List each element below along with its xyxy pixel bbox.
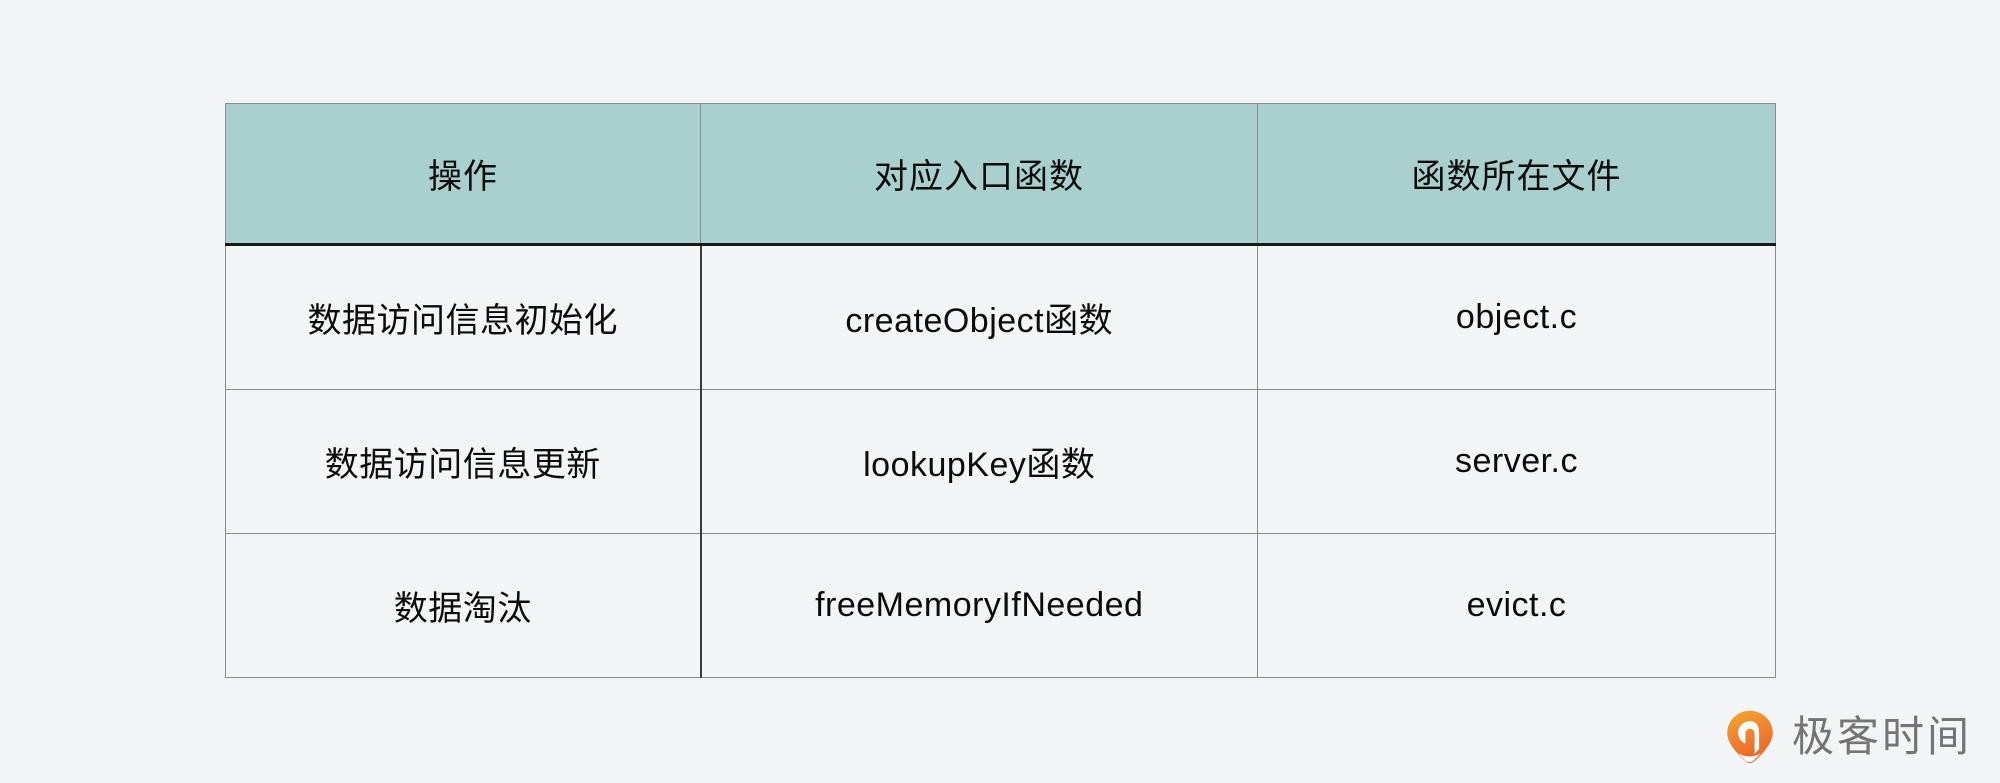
table-row: 数据访问信息初始化 createObject函数 object.c	[225, 244, 1776, 390]
geektime-pin-logo-icon	[1727, 710, 1773, 764]
cell-file: evict.c	[1257, 533, 1776, 678]
cell-entry-function: freeMemoryIfNeeded	[700, 533, 1258, 678]
watermark-label: 极客时间	[1791, 712, 1972, 761]
table-header: 操作 对应入口函数 函数所在文件	[225, 103, 1776, 246]
column-header-operation: 操作	[225, 103, 701, 246]
cell-file: object.c	[1257, 244, 1776, 390]
cell-entry-function: createObject函数	[700, 244, 1258, 390]
header-row: 操作 对应入口函数 函数所在文件	[225, 103, 1776, 246]
column-header-file: 函数所在文件	[1257, 103, 1776, 246]
table-container: 操作 对应入口函数 函数所在文件 数据访问信息初始化 createObject函…	[225, 103, 1776, 678]
column-header-entry-function: 对应入口函数	[700, 103, 1258, 246]
cell-file: server.c	[1257, 389, 1776, 534]
table-row: 数据淘汰 freeMemoryIfNeeded evict.c	[225, 533, 1776, 678]
reference-table: 操作 对应入口函数 函数所在文件 数据访问信息初始化 createObject函…	[225, 103, 1776, 678]
cell-operation: 数据访问信息初始化	[225, 244, 702, 390]
table-body: 数据访问信息初始化 createObject函数 object.c 数据访问信息…	[225, 244, 1776, 678]
cell-operation: 数据访问信息更新	[225, 389, 702, 534]
cell-operation: 数据淘汰	[225, 533, 702, 678]
table-row: 数据访问信息更新 lookupKey函数 server.c	[225, 389, 1776, 534]
cell-entry-function: lookupKey函数	[700, 389, 1258, 534]
watermark: 极客时间	[1722, 709, 1972, 765]
